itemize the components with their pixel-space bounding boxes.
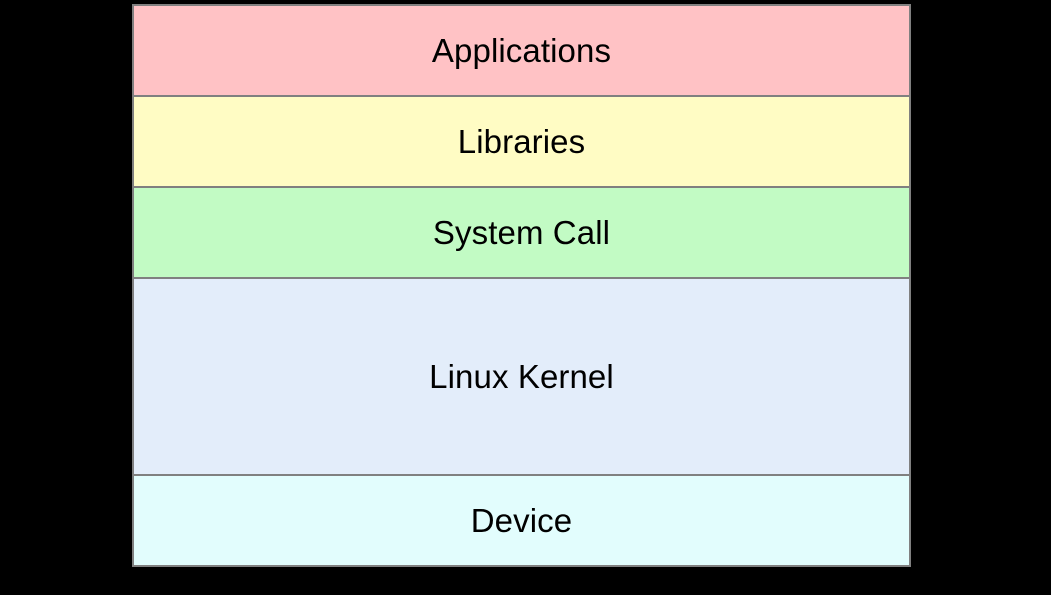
layer-band-system-call: System Call	[134, 187, 909, 279]
layer-stack-diagram: Applications Libraries System Call Linux…	[132, 4, 911, 567]
layer-band-linux-kernel: Linux Kernel	[134, 278, 909, 477]
layer-band-libraries: Libraries	[134, 96, 909, 188]
layer-band-applications: Applications	[134, 6, 909, 97]
layer-label-linux-kernel: Linux Kernel	[429, 357, 614, 395]
layer-band-device: Device	[134, 476, 909, 566]
layer-label-system-call: System Call	[432, 213, 611, 251]
layer-label-applications: Applications	[431, 31, 612, 69]
layer-label-device: Device	[470, 502, 573, 540]
layer-label-libraries: Libraries	[457, 122, 586, 160]
